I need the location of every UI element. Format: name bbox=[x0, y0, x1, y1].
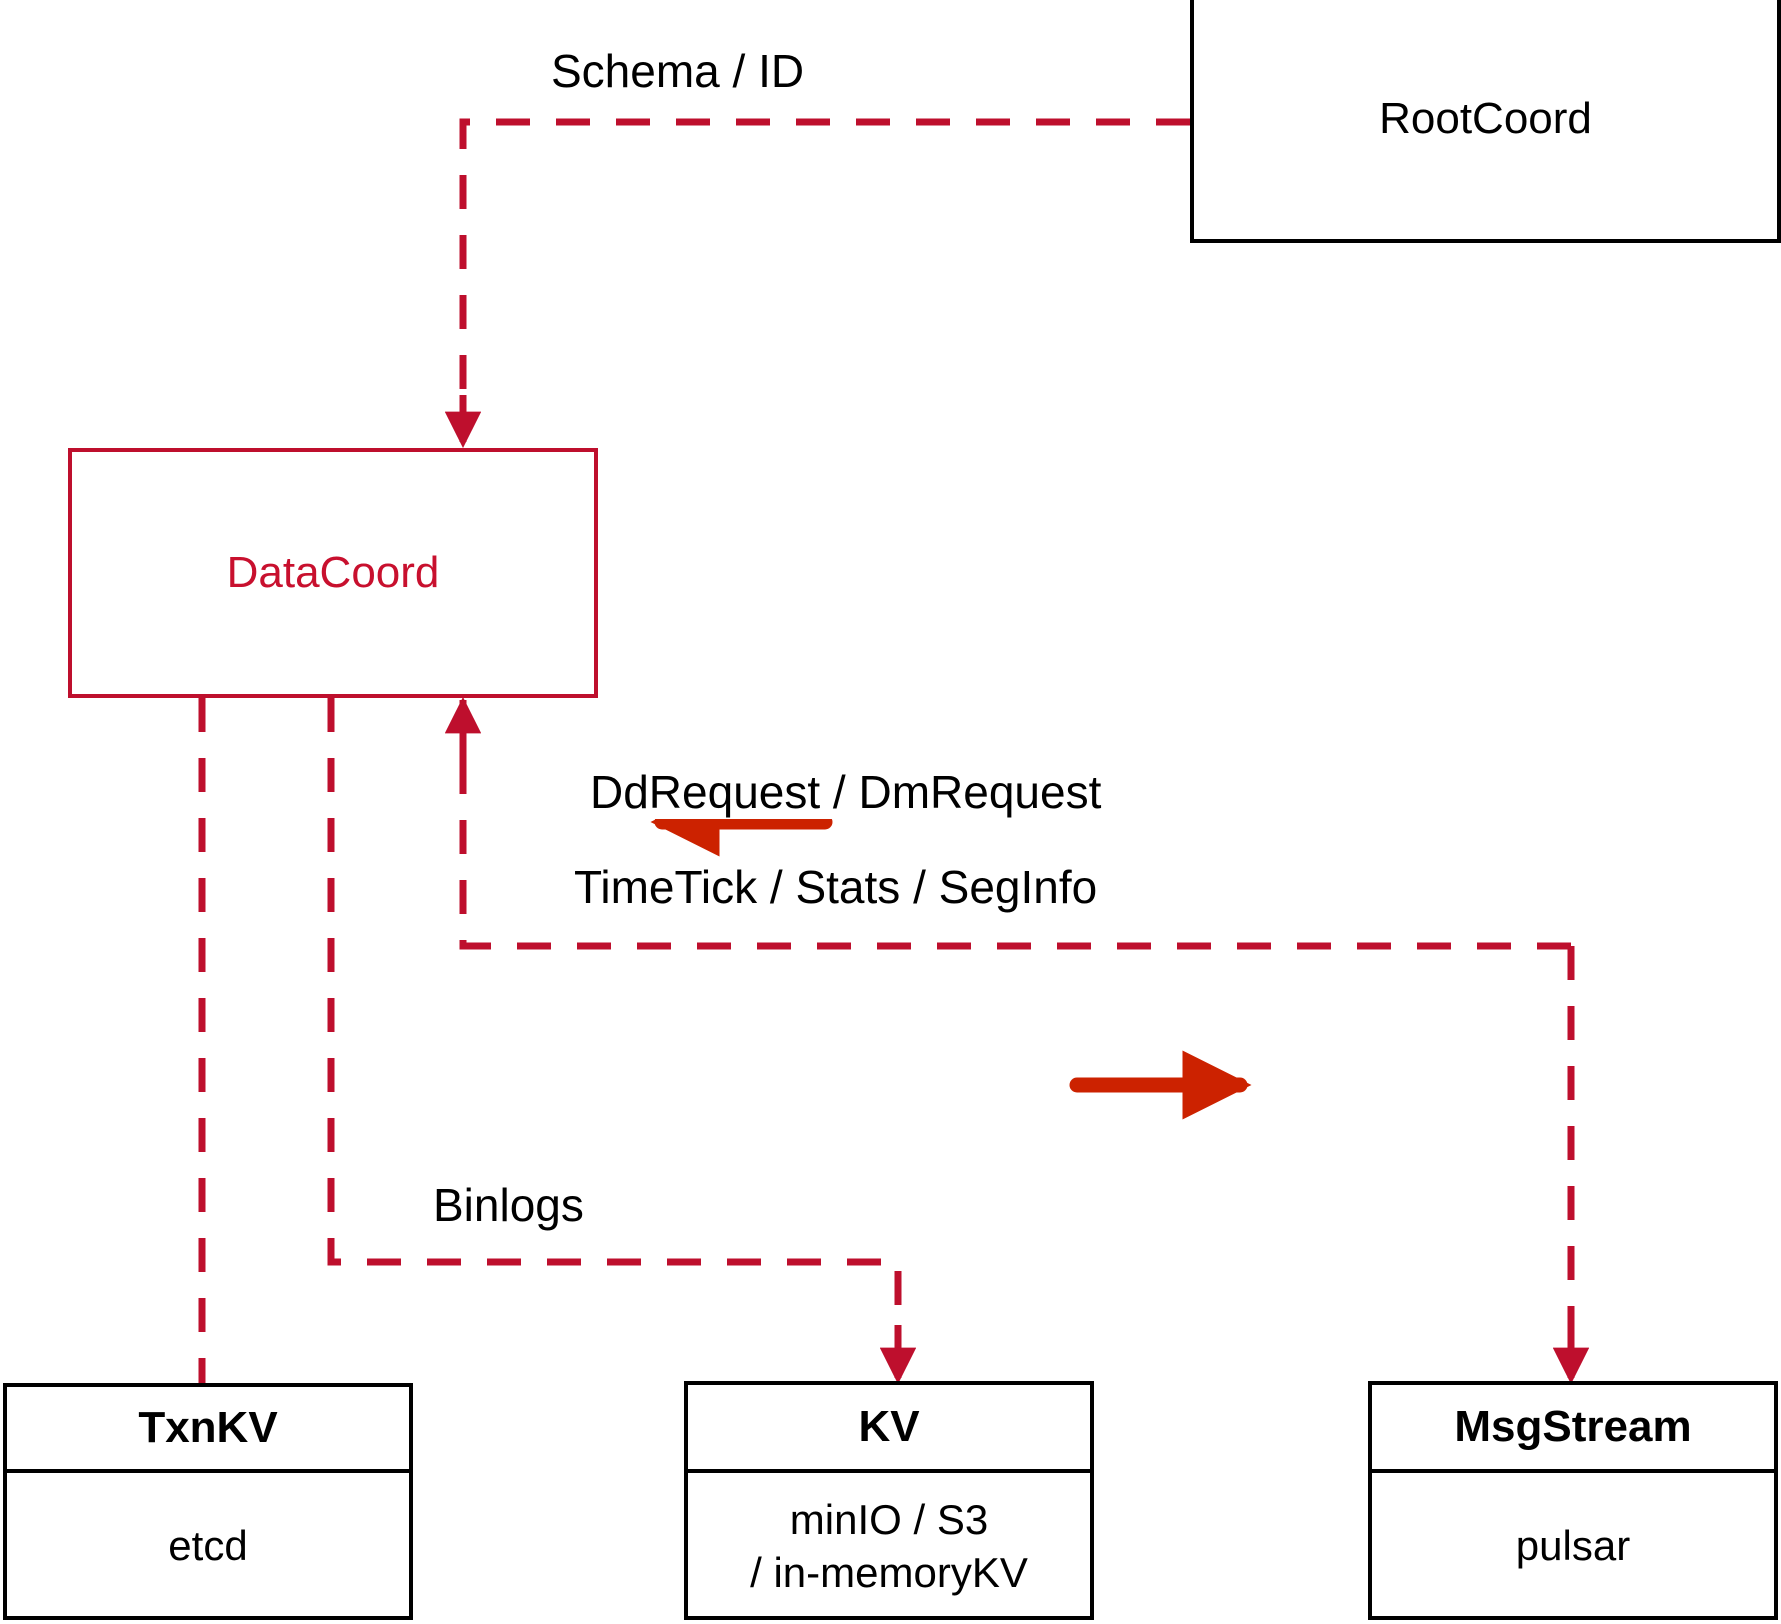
node-txnkv[interactable]: TxnKV etcd bbox=[3, 1383, 413, 1620]
node-kv-section: minIO / S3 / in-memoryKV bbox=[688, 1469, 1090, 1620]
edge-label-binlogs: Binlogs bbox=[425, 1178, 592, 1232]
node-msgstream-label: MsgStream bbox=[1454, 1401, 1692, 1451]
node-msgstream-section: pulsar bbox=[1372, 1469, 1774, 1620]
node-txnkv-section: etcd bbox=[7, 1469, 409, 1620]
node-rootcoord-body: RootCoord bbox=[1194, 0, 1777, 239]
node-datacoord[interactable]: DataCoord bbox=[68, 448, 598, 698]
node-rootcoord[interactable]: RootCoord bbox=[1190, 0, 1781, 243]
node-kv-label: KV bbox=[858, 1401, 920, 1451]
node-datacoord-label: DataCoord bbox=[226, 547, 440, 597]
node-msgstream[interactable]: MsgStream pulsar bbox=[1368, 1381, 1778, 1620]
node-msgstream-section-line: pulsar bbox=[1515, 1522, 1631, 1570]
edge-label-dd-dm-request: DdRequest / DmRequest bbox=[582, 765, 1110, 819]
edge-schema-id bbox=[444, 118, 1190, 449]
node-msgstream-header: MsgStream bbox=[1372, 1385, 1774, 1469]
edge-label-timetick-stats-seginfo: TimeTick / Stats / SegInfo bbox=[566, 860, 1106, 914]
node-txnkv-label: TxnKV bbox=[138, 1402, 278, 1452]
edge-label-schema-id: Schema / ID bbox=[543, 44, 813, 98]
node-kv-section-line-1: minIO / S3 bbox=[789, 1496, 989, 1543]
node-txnkv-header: TxnKV bbox=[7, 1387, 409, 1469]
node-datacoord-body: DataCoord bbox=[72, 452, 594, 694]
node-kv-header: KV bbox=[688, 1385, 1090, 1469]
node-rootcoord-label: RootCoord bbox=[1379, 94, 1592, 144]
node-kv-section-line-2: / in-memoryKV bbox=[750, 1548, 1028, 1596]
node-kv[interactable]: KV minIO / S3 / in-memoryKV bbox=[684, 1381, 1094, 1620]
node-txnkv-section-line: etcd bbox=[168, 1522, 248, 1570]
